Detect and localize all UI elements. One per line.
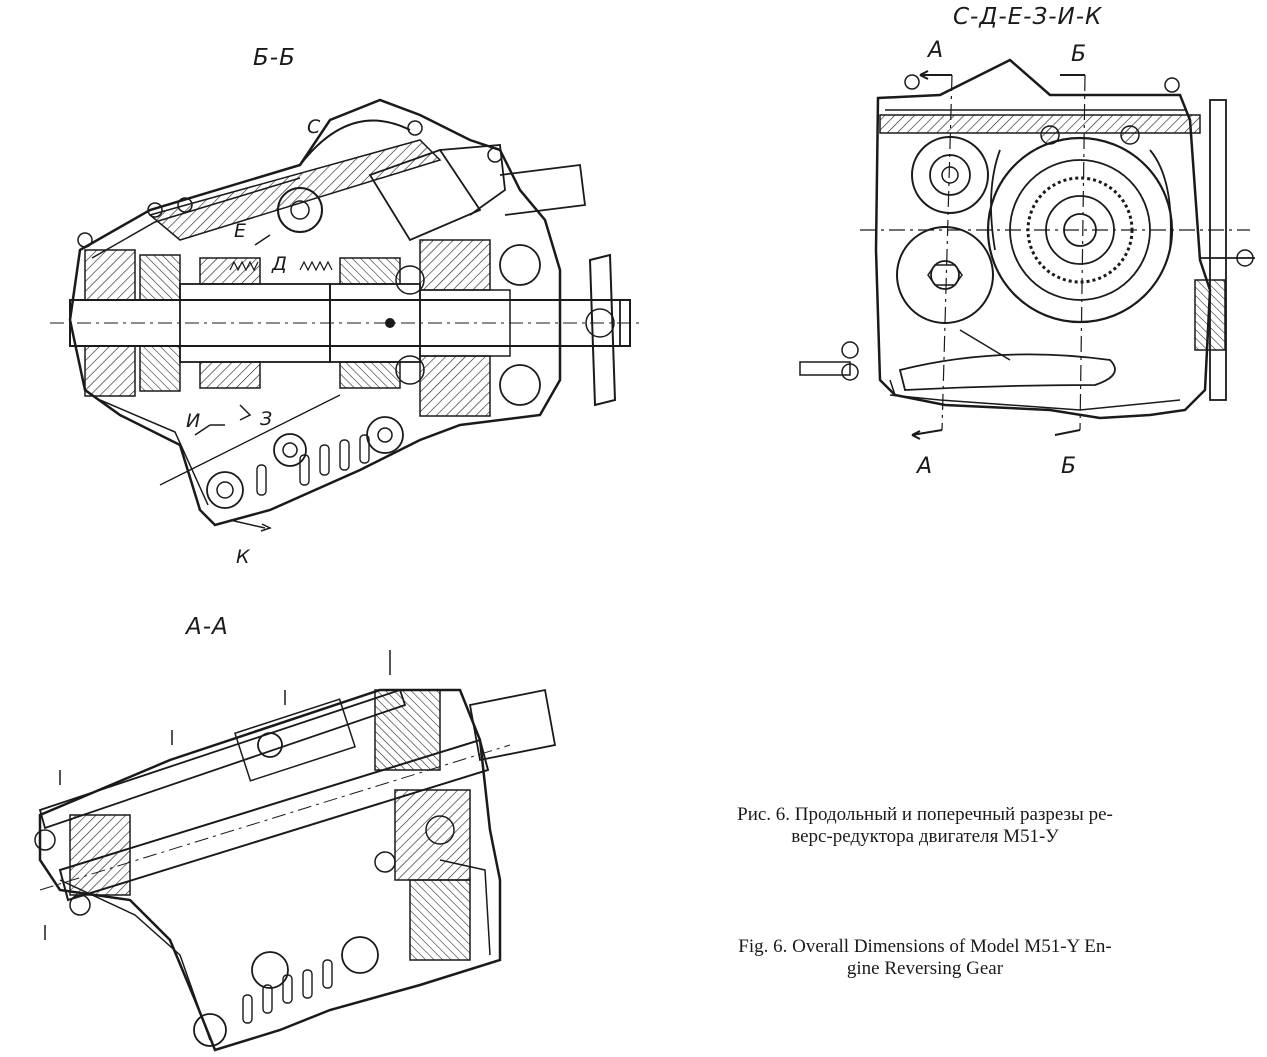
cut-a-top: А: [928, 38, 944, 63]
bb-cover: [148, 139, 442, 241]
caption-english: Fig. 6. Overall Dimensions of Model M51-…: [640, 936, 1210, 980]
caption-russian: Рис. 6. Продольный и поперечный разрезы …: [645, 804, 1205, 848]
bb-output-flange: [588, 253, 617, 407]
cross-section-title: С-Д-Е-З-И-К: [953, 4, 1103, 30]
caption-en-line1: Fig. 6. Overall Dimensions of Model M51-…: [738, 936, 1112, 957]
aa-housing: [38, 688, 502, 1052]
label-e: Е: [234, 220, 247, 242]
cut-b-top: Б: [1071, 42, 1087, 67]
label-i: И: [186, 410, 201, 432]
caption-ru-line1: Рис. 6. Продольный и поперечный разрезы …: [737, 804, 1113, 825]
aa-shaft: [58, 738, 490, 902]
label-c: С: [307, 116, 321, 138]
label-k: К: [236, 546, 250, 568]
cross-lever: [898, 353, 1116, 391]
section-bb-title: Б-Б: [253, 45, 296, 71]
bb-housing: [68, 98, 562, 527]
cross-lower-gear: [896, 226, 994, 324]
cut-b-bottom: Б: [1061, 454, 1077, 479]
caption-ru-line2: верс-редуктора двигателя М51-У: [791, 826, 1059, 847]
label-z: З: [260, 408, 273, 430]
section-aa-title: А-А: [186, 614, 229, 640]
caption-en-line2: gine Reversing Gear: [846, 958, 1004, 979]
cut-a-bottom: А: [917, 454, 933, 479]
label-d: Д: [272, 253, 287, 275]
